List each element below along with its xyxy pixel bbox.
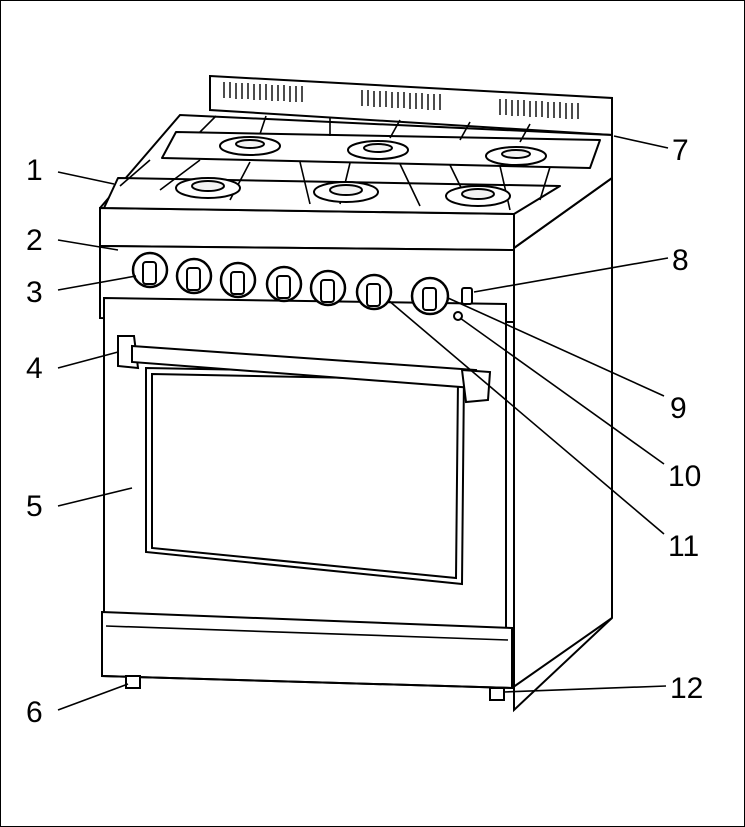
callout-6: 6 [26,696,43,729]
knob-2 [175,257,213,295]
range-body [99,74,613,713]
foot-left [125,675,141,689]
kick-panel-line [105,625,509,641]
callout-10: 10 [668,460,701,493]
callout-1: 1 [26,154,43,187]
base-edge [101,617,613,690]
callout-3: 3 [26,276,43,309]
knob-4 [265,265,303,303]
control-knobs [131,251,473,321]
light-switch [461,287,473,305]
callout-9: 9 [670,392,687,425]
oven-door-handle [117,335,492,404]
burner-grates [103,115,601,215]
callout-12: 12 [670,672,703,705]
callout-5: 5 [26,490,43,523]
callout-2: 2 [26,224,43,257]
knob-6 [355,273,393,311]
leveling-feet [125,675,505,701]
callout-labels: 1 2 3 4 5 6 7 8 9 10 11 12 [26,134,703,729]
callout-8: 8 [672,244,689,277]
foot-right [489,687,505,701]
callout-7: 7 [672,134,689,167]
knob-3 [219,261,257,299]
callout-11: 11 [668,530,699,563]
cooktop-front-lip [99,206,515,252]
knob-7-oven [410,276,450,316]
knob-1 [131,251,169,289]
knob-5 [309,269,347,307]
vent-slots [223,82,579,119]
side-panel [513,176,613,713]
callout-4: 4 [26,352,43,385]
leader-lines [57,135,669,711]
